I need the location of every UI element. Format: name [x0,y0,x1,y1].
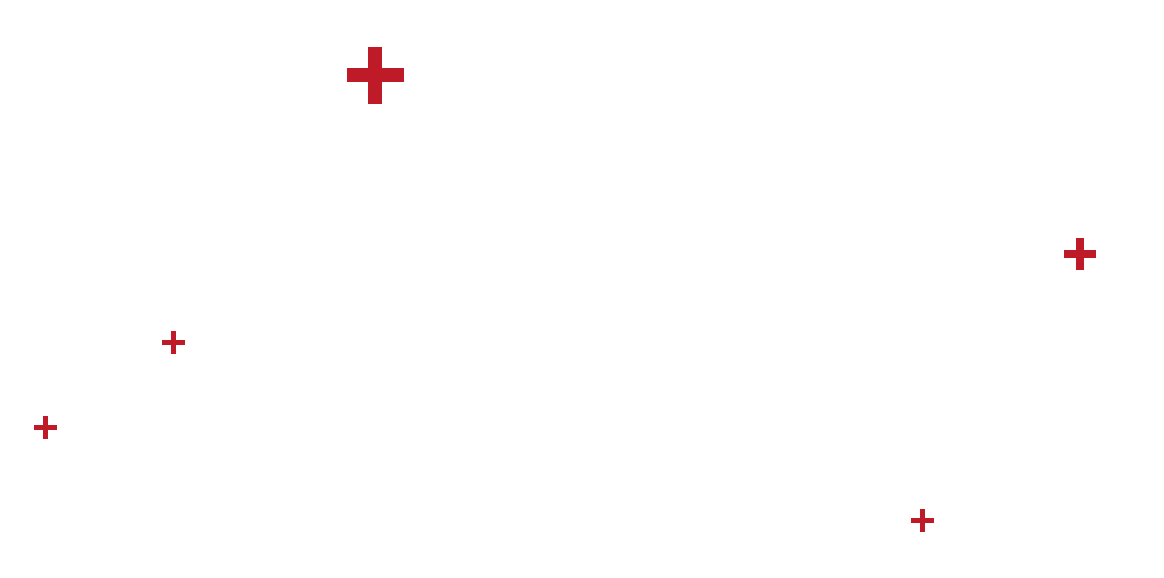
small-plus-icon [162,331,185,354]
small-plus-icon [34,416,57,439]
medium-plus-icon [1064,238,1096,270]
small-plus-icon [911,509,934,532]
large-plus-icon [347,47,404,104]
